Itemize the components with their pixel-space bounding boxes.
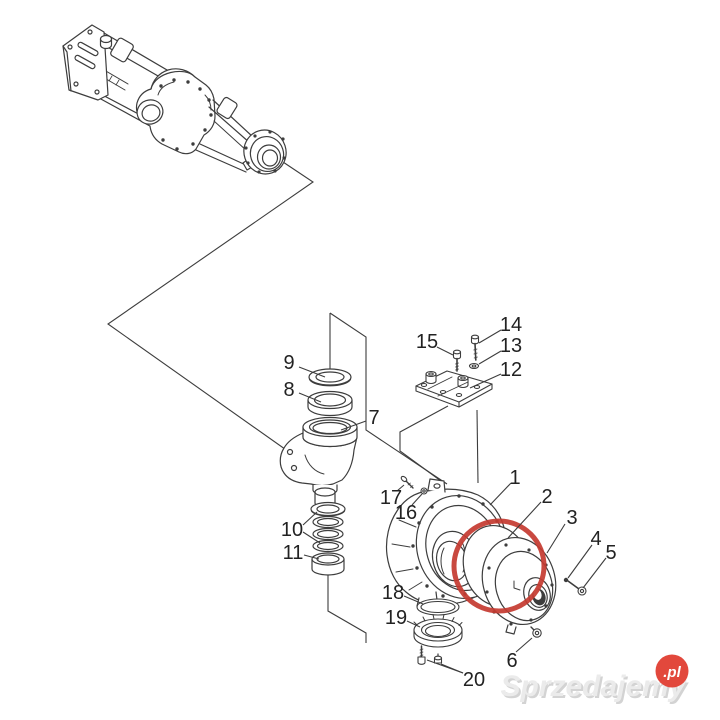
part-6-bolt: [530, 626, 542, 638]
part-4-washer: [563, 577, 569, 583]
callout-5-label: 5: [605, 542, 616, 564]
callout-6-label: 6: [506, 650, 517, 672]
watermark-tld: .pl: [663, 664, 681, 681]
axis-band-lower: [327, 573, 367, 643]
part-8-bushing: [307, 390, 353, 417]
part-11-bushing: [311, 552, 345, 576]
part-19-locknut: [413, 614, 463, 648]
part-17-bolt: [400, 475, 414, 489]
callout-15-label: 15: [416, 331, 438, 353]
part-20-bolts: [417, 645, 443, 665]
part-16-screw: [420, 487, 428, 495]
diff-housing: [135, 68, 216, 155]
watermark-badge: [655, 654, 689, 688]
bump-stop-left: [110, 37, 134, 63]
bump-stop-right: [216, 96, 238, 120]
callout-10-label: 10: [281, 519, 303, 541]
part-5-bolt: [567, 580, 587, 596]
callout-9-label: 9: [283, 352, 294, 374]
part-12-bracket-plate: [415, 370, 493, 408]
axis-band-vertical: [476, 409, 479, 484]
callout-8-label: 8: [283, 379, 294, 401]
callout-16-label: 16: [395, 502, 417, 524]
part-13-washer: [468, 362, 480, 370]
watermark-text: Sprzedajemy: [500, 670, 686, 703]
callout-12-label: 12: [500, 359, 522, 381]
callout-11-label: 11: [283, 542, 304, 564]
axis-band-right: [329, 312, 448, 485]
callout-3-label: 3: [566, 507, 577, 529]
callout-17-label: 17: [380, 487, 402, 509]
callout-19-label: 19: [385, 607, 407, 629]
part-15-bolt: [452, 349, 462, 372]
part-9-oring: [308, 368, 352, 387]
callout-2-label: 2: [541, 486, 552, 508]
highlight-circle-part-2: [451, 518, 547, 614]
callout-18-label: 18: [382, 582, 404, 604]
callout-14-label: 14: [500, 314, 522, 336]
callout-20-label: 20: [463, 669, 485, 691]
leader-v-line: [107, 161, 314, 460]
part-14-bolt: [470, 334, 480, 361]
axle-housing-assembly: [62, 24, 287, 175]
callout-7-label: 7: [368, 407, 379, 429]
callout-4-label: 4: [590, 528, 601, 550]
watermark: Sprzedajemy Sprzedajemy .pl: [500, 654, 689, 705]
callout-13-label: 13: [500, 335, 522, 357]
callout-1-label: 1: [509, 467, 520, 489]
axis-band-bracket: [399, 405, 449, 482]
part-7-knuckle-housing: [279, 416, 358, 508]
callout-leaders: [298, 329, 607, 674]
part-10-seal-rings: [310, 501, 346, 553]
part-18-oring: [416, 598, 460, 616]
leader-lines: [107, 161, 479, 643]
